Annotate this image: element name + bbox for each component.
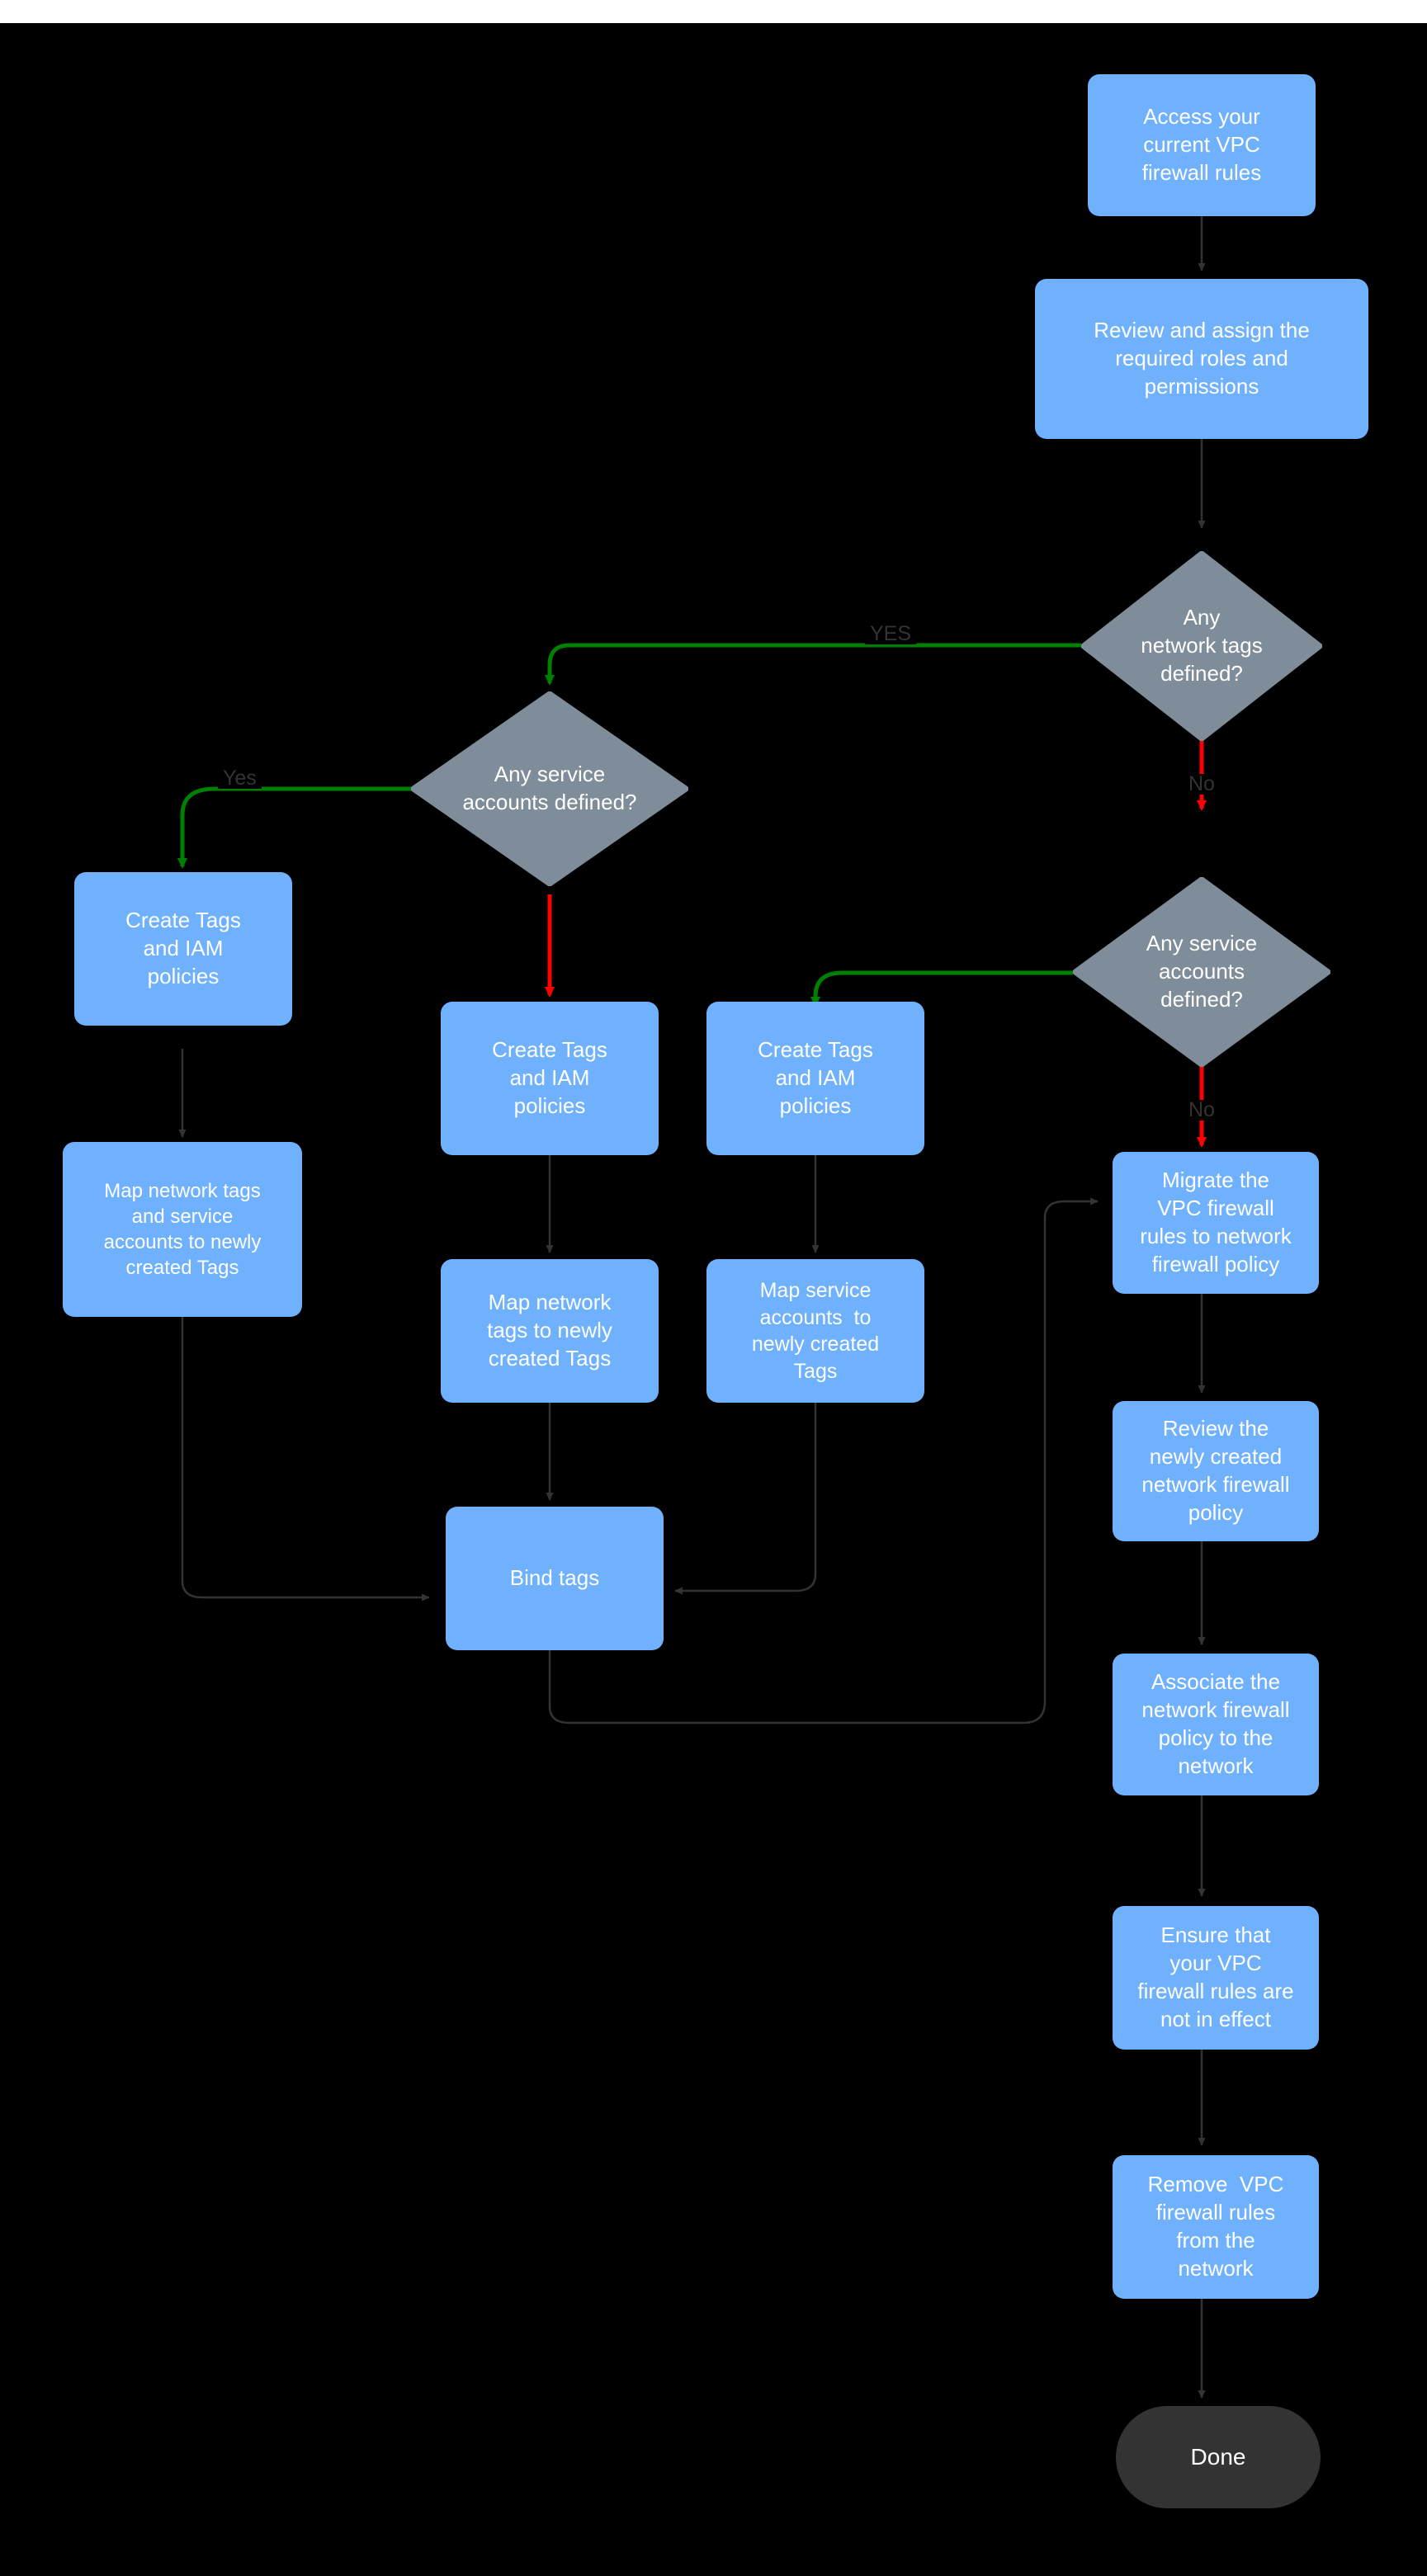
- node-map-tags-and-service-accounts[interactable]: Map network tags and service accounts to…: [63, 1142, 302, 1317]
- edge-label-yes-service-accounts-left: Yes: [218, 768, 262, 789]
- edge-label-no-network-tags: No: [1184, 774, 1220, 795]
- node-associate-policy-label: Associate the network firewall policy to…: [1141, 1669, 1290, 1778]
- edge-service-accounts-right-yes: [810, 970, 1073, 1007]
- edge-service-accounts-left-yes: [177, 786, 411, 869]
- node-review-policy-label: Review the newly created network firewal…: [1141, 1416, 1290, 1525]
- node-decision-service-accounts-left-label: Any service accounts defined?: [462, 762, 637, 814]
- node-decision-service-accounts-right[interactable]: Any service accounts defined?: [1073, 877, 1330, 1067]
- node-review-policy[interactable]: Review the newly created network firewal…: [1113, 1401, 1319, 1541]
- diagram-stage: Access your current VPC firewall rules R…: [0, 23, 1427, 2576]
- edge-label-no-service-accounts-right: No: [1184, 1100, 1220, 1121]
- diamond-shape: [1081, 551, 1322, 741]
- node-decision-network-tags[interactable]: Any network tags defined?: [1081, 551, 1322, 741]
- node-remove-rules[interactable]: Remove VPC firewall rules from the netwo…: [1113, 2155, 1319, 2299]
- edge-network-tags-yes: [545, 643, 1081, 686]
- node-done-label: Done: [1190, 2443, 1246, 2470]
- node-associate-policy[interactable]: Associate the network firewall policy to…: [1113, 1654, 1319, 1795]
- node-map-service-accounts-label: Map service accounts to newly created Ta…: [751, 1279, 880, 1383]
- node-review-roles-label: Review and assign the required roles and…: [1094, 318, 1310, 399]
- node-decision-service-accounts-right-label: Any service accounts defined?: [1146, 931, 1258, 1012]
- node-create-tags-iam-mid-label: Create Tags and IAM policies: [492, 1037, 607, 1118]
- node-map-service-accounts[interactable]: Map service accounts to newly created Ta…: [706, 1259, 924, 1403]
- node-access-vpc[interactable]: Access your current VPC firewall rules: [1088, 74, 1316, 216]
- node-create-tags-iam-mid2-label: Create Tags and IAM policies: [758, 1037, 873, 1118]
- diamond-shape: [1073, 877, 1330, 1067]
- node-migrate-rules[interactable]: Migrate the VPC firewall rules to networ…: [1113, 1152, 1319, 1294]
- edge-bind-tags-to-migrate: [548, 1197, 1099, 1724]
- node-map-tags-and-service-accounts-label: Map network tags and service accounts to…: [103, 1179, 262, 1280]
- node-map-network-tags[interactable]: Map network tags to newly created Tags: [441, 1259, 659, 1403]
- node-review-roles[interactable]: Review and assign the required roles and…: [1035, 279, 1368, 439]
- edge-map-service-to-bind-tags: [674, 1403, 817, 1595]
- edge-layer: [177, 216, 1207, 2399]
- node-migrate-rules-label: Migrate the VPC firewall rules to networ…: [1140, 1168, 1292, 1276]
- node-map-network-tags-label: Map network tags to newly created Tags: [487, 1290, 612, 1371]
- node-create-tags-iam-mid[interactable]: Create Tags and IAM policies: [441, 1002, 659, 1155]
- edge-label-yes-network-tags: YES: [865, 624, 917, 644]
- node-bind-tags[interactable]: Bind tags: [446, 1507, 664, 1650]
- diamond-shape: [411, 691, 688, 886]
- node-done[interactable]: Done: [1116, 2406, 1321, 2508]
- node-remove-rules-label: Remove VPC firewall rules from the netwo…: [1147, 2172, 1284, 2281]
- node-decision-service-accounts-left[interactable]: Any service accounts defined?: [411, 691, 688, 886]
- node-ensure-not-in-effect[interactable]: Ensure that your VPC firewall rules are …: [1113, 1906, 1319, 2050]
- node-create-tags-iam-left-label: Create Tags and IAM policies: [125, 908, 241, 988]
- node-decision-network-tags-label: Any network tags defined?: [1141, 605, 1263, 686]
- node-access-vpc-label: Access your current VPC firewall rules: [1141, 104, 1262, 185]
- node-create-tags-iam-mid2[interactable]: Create Tags and IAM policies: [706, 1002, 924, 1155]
- edge-map-all-to-bind-tags: [181, 1310, 430, 1602]
- node-create-tags-iam-left[interactable]: Create Tags and IAM policies: [74, 872, 292, 1026]
- node-bind-tags-label: Bind tags: [509, 1565, 600, 1591]
- node-ensure-not-in-effect-label: Ensure that your VPC firewall rules are …: [1137, 1923, 1294, 2031]
